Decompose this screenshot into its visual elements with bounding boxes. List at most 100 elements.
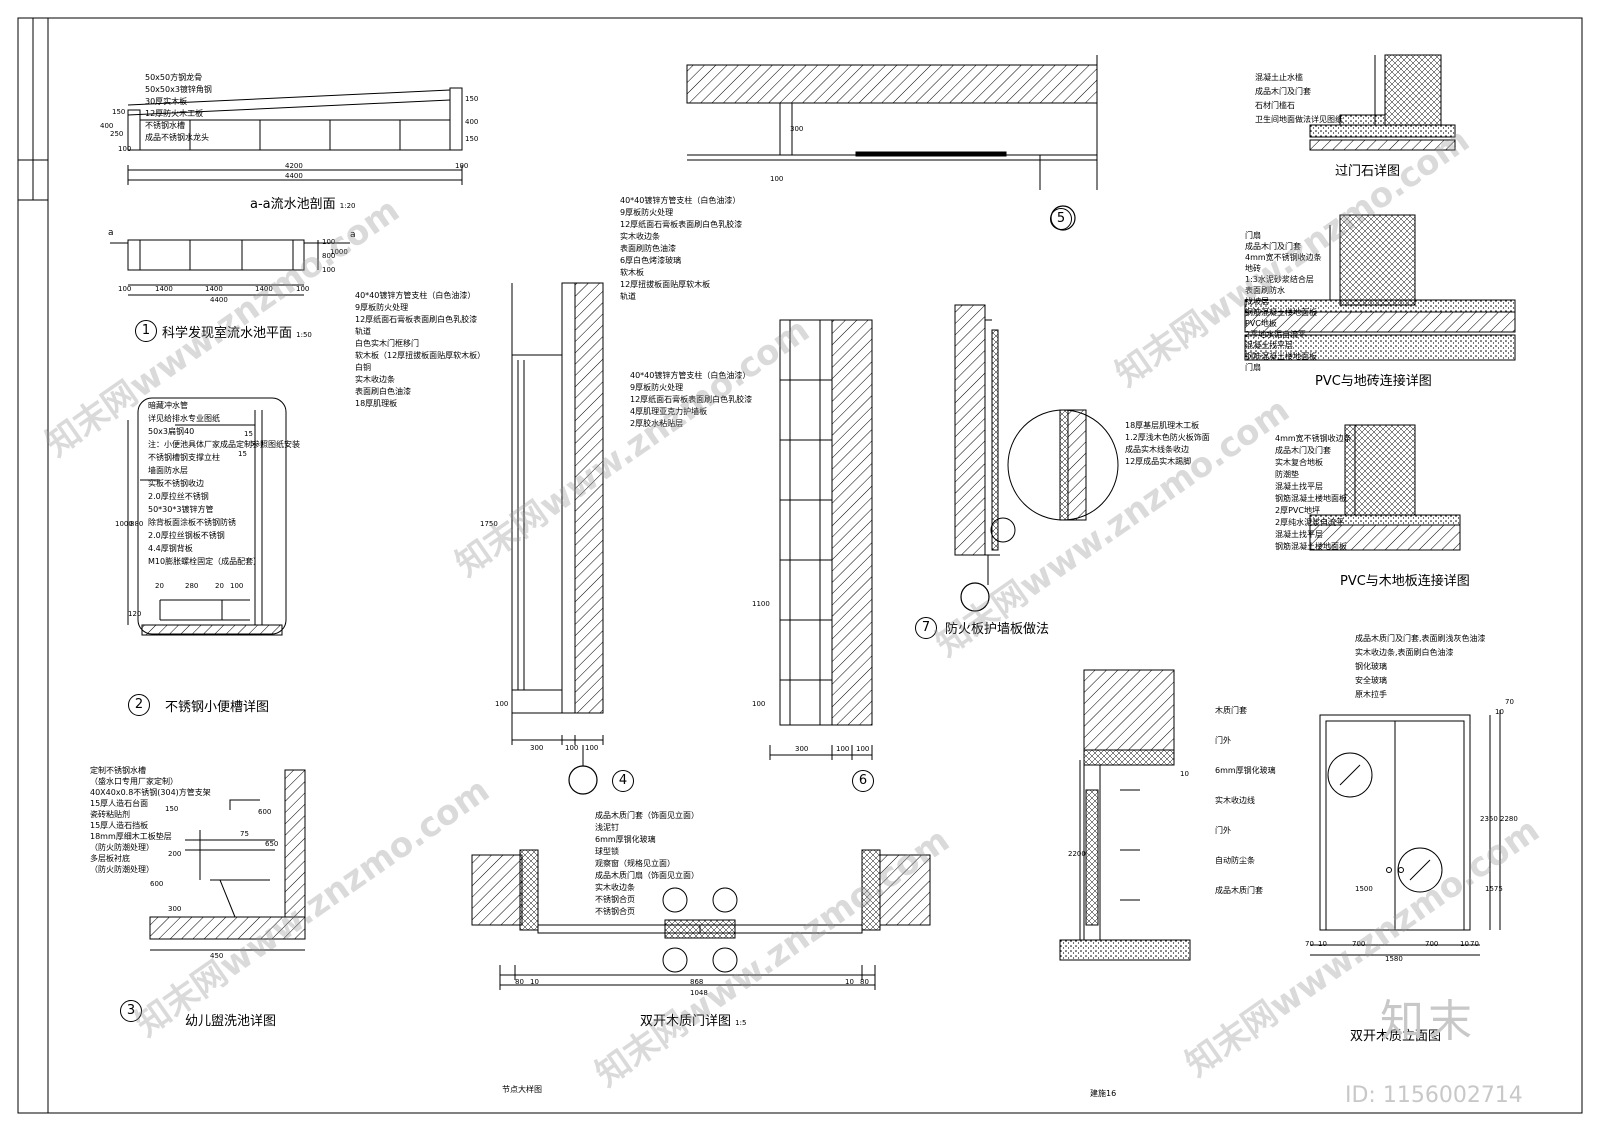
sink-plan-dims-item: 1000 [330,248,348,256]
door-elev-dims-item: 700 [1352,940,1366,948]
washbasin-dims-item: 450 [210,952,224,960]
sink-plan-dims-item: 1400 [255,285,273,293]
door-elev-dims-item: 10 [1495,708,1504,716]
detail4-notes-item: 轨道 [355,327,371,336]
section-cut-left: a [108,228,114,238]
double-door-notes-item: 实木收边条 [595,883,635,892]
pvc-tile-notes-item: PVC地板 [1245,319,1277,328]
detail4-notes-item: 软木板（12厚扭拔板面贴厚软木板） [355,351,486,360]
pvc-wood-notes-item: 钢筋混凝土楼地面板 [1275,494,1347,503]
stone-notes-item: 卫生间地面做法详见图纸 [1255,115,1343,124]
sink-section-dims-item: 4400 [285,172,303,180]
sink-section-notes-item: 50x50x3镀锌角钢 [145,85,212,94]
urinal-notes-item: 墙面防水层 [148,466,188,475]
urinal-dims-item: 100 [230,582,244,590]
double-door-dims-item: 80 [515,978,524,986]
washbasin-notes-item: （防火防潮处理） [90,865,154,874]
pvc-tile-title: PVC与地砖连接详图 [1315,374,1432,389]
washbasin-notes-item: （盛水口专用厂家定制） [90,777,178,786]
door-elev-dims-item: 10 [1460,940,1469,948]
detail-marker-3: 3 [120,1000,142,1022]
image-id: ID: 1156002714 [1345,1083,1523,1108]
washbasin-dims-item: 200 [168,850,182,858]
double-door-dims-item: 80 [860,978,869,986]
sheet-number: 建施16 [1090,1089,1117,1098]
stone-notes-item: 成品木门及门套 [1255,87,1311,96]
door-elev-notes-item: 安全玻璃 [1355,676,1387,685]
washbasin-dims-item: 600 [258,808,272,816]
pvc-wood-notes-item: 混凝土找平层 [1275,530,1323,539]
urinal-notes-item: 注：小便池具体厂家成品定制参照图纸安装 [148,440,300,449]
detail6-dims-item: 1100 [752,600,770,608]
detail-marker-6: 6 [852,770,874,792]
double-door-title: 双开木质门详图 1:5 [640,1014,747,1029]
urinal-dims-item: 280 [185,582,199,590]
door-elev-dims-item: 2350 [1480,815,1498,823]
urinal-notes-item: 详见给排水专业图纸 [148,414,220,423]
stone-notes-item: 混凝土止水槛 [1255,73,1303,82]
detail7-notes-item: 12厚成品实木踢脚 [1125,457,1192,466]
washbasin-notes-item: 18mm厚细木工板垫层 [90,832,172,841]
urinal-dims-item: 120 [128,610,142,618]
detail5-notes-item: 40*40镀锌方管支柱（白色油漆） [620,196,741,205]
pvc-tile-notes-item: 表面刷防水 [1245,286,1285,295]
door-elev-dims-item: 1575 [1485,885,1503,893]
detail4-notes-item: 12厚纸面石膏板表面刷白色乳胶漆 [355,315,478,324]
detail6-notes-item: 9厚板防火处理 [630,383,684,392]
urinal-notes-item: 不锈钢槽钢支撑立柱 [148,453,220,462]
urinal-dims-item: 15 [244,430,253,438]
detail-marker-2: 2 [128,694,150,716]
door-elev-dims-item: 70 [1505,698,1514,706]
washbasin-notes-item: 瓷砖粘贴剂 [90,810,130,819]
sink-plan-dims-item: 1400 [205,285,223,293]
double-door-dims-item: 1048 [690,989,708,997]
door-section-notes-item: 成品木质门套 [1215,886,1263,895]
pvc-tile-notes-item: 2平地水泥自流平 [1245,330,1307,339]
sink-section-title: a-a流水池剖面 1:20 [250,197,356,212]
pvc-wood-notes-item: 成品木门及门套 [1275,446,1331,455]
washbasin-notes-item: 多层板衬底 [90,854,130,863]
urinal-notes-item: 50x3扁钢40 [148,427,195,436]
detail6-dims-item: 100 [856,745,870,753]
sink-section-notes-item: 成品不锈钢水龙头 [145,133,209,142]
door-elev-dims-item: 70 [1305,940,1314,948]
detail-marker-4: 4 [612,770,634,792]
sheet-name: 节点大样图 [502,1085,542,1094]
washbasin-notes-item: 15厚人造石挡板 [90,821,149,830]
detail4-dims-item: 100 [495,700,509,708]
detail5-notes-item: 9厚板防火处理 [620,208,674,217]
sink-section-notes-item: 12厚防火木工板 [145,109,204,118]
sink-plan-title: 科学发现室流水池平面 1:50 [162,326,312,341]
detail5-notes-item: 轨道 [620,292,636,301]
door-elev-dims-item: 700 [1425,940,1439,948]
door-section-notes-item: 木质门套 [1215,706,1247,715]
fire-panel-title: 防火板护墙板做法 [945,622,1050,637]
detail5-notes-item: 12厚扭拔板面贴厚软木板 [620,280,711,289]
urinal-dims-item: 5 [250,440,255,448]
washbasin-notes-item: 15厚人造石台面 [90,799,149,808]
pvc-wood-notes-item: 4mm宽不锈钢收边条 [1275,434,1352,443]
sink-plan-dims-item: 100 [322,266,336,274]
washbasin-notes-item: （防火防潮处理） [90,843,154,852]
pvc-wood-notes-item: 混凝土找平层 [1275,482,1323,491]
pvc-wood-notes-item: 实木复合地板 [1275,458,1323,467]
door-section-dims-item: 10 [1180,770,1189,778]
detail7-notes-item: 1.2厚浅木色防火板饰面 [1125,433,1210,442]
pvc-tile-notes-item: 地砖 [1245,264,1261,273]
pvc-wood-notes-item: 钢筋混凝土楼地面板 [1275,542,1347,551]
sink-section-notes-item: 30厚实木板 [145,97,188,106]
urinal-title: 不锈钢小便槽详图 [165,700,270,715]
detail-marker-7: 7 [915,617,937,639]
door-elev-dims-item: 1500 [1355,885,1373,893]
pvc-tile-notes-item: 混凝土找平层 [1245,341,1293,350]
double-door-dims-item: 10 [845,978,854,986]
detail4-dims-item: 100 [565,744,579,752]
urinal-notes-item: 实板不锈钢收边 [148,479,204,488]
washbasin-dims-item: 150 [165,805,179,813]
sink-plan-dims-item: 100 [296,285,310,293]
detail4-notes-item: 白色实木门框移门 [355,339,419,348]
urinal-dims-item: 880 [130,520,144,528]
urinal-dims-item: 20 [155,582,164,590]
